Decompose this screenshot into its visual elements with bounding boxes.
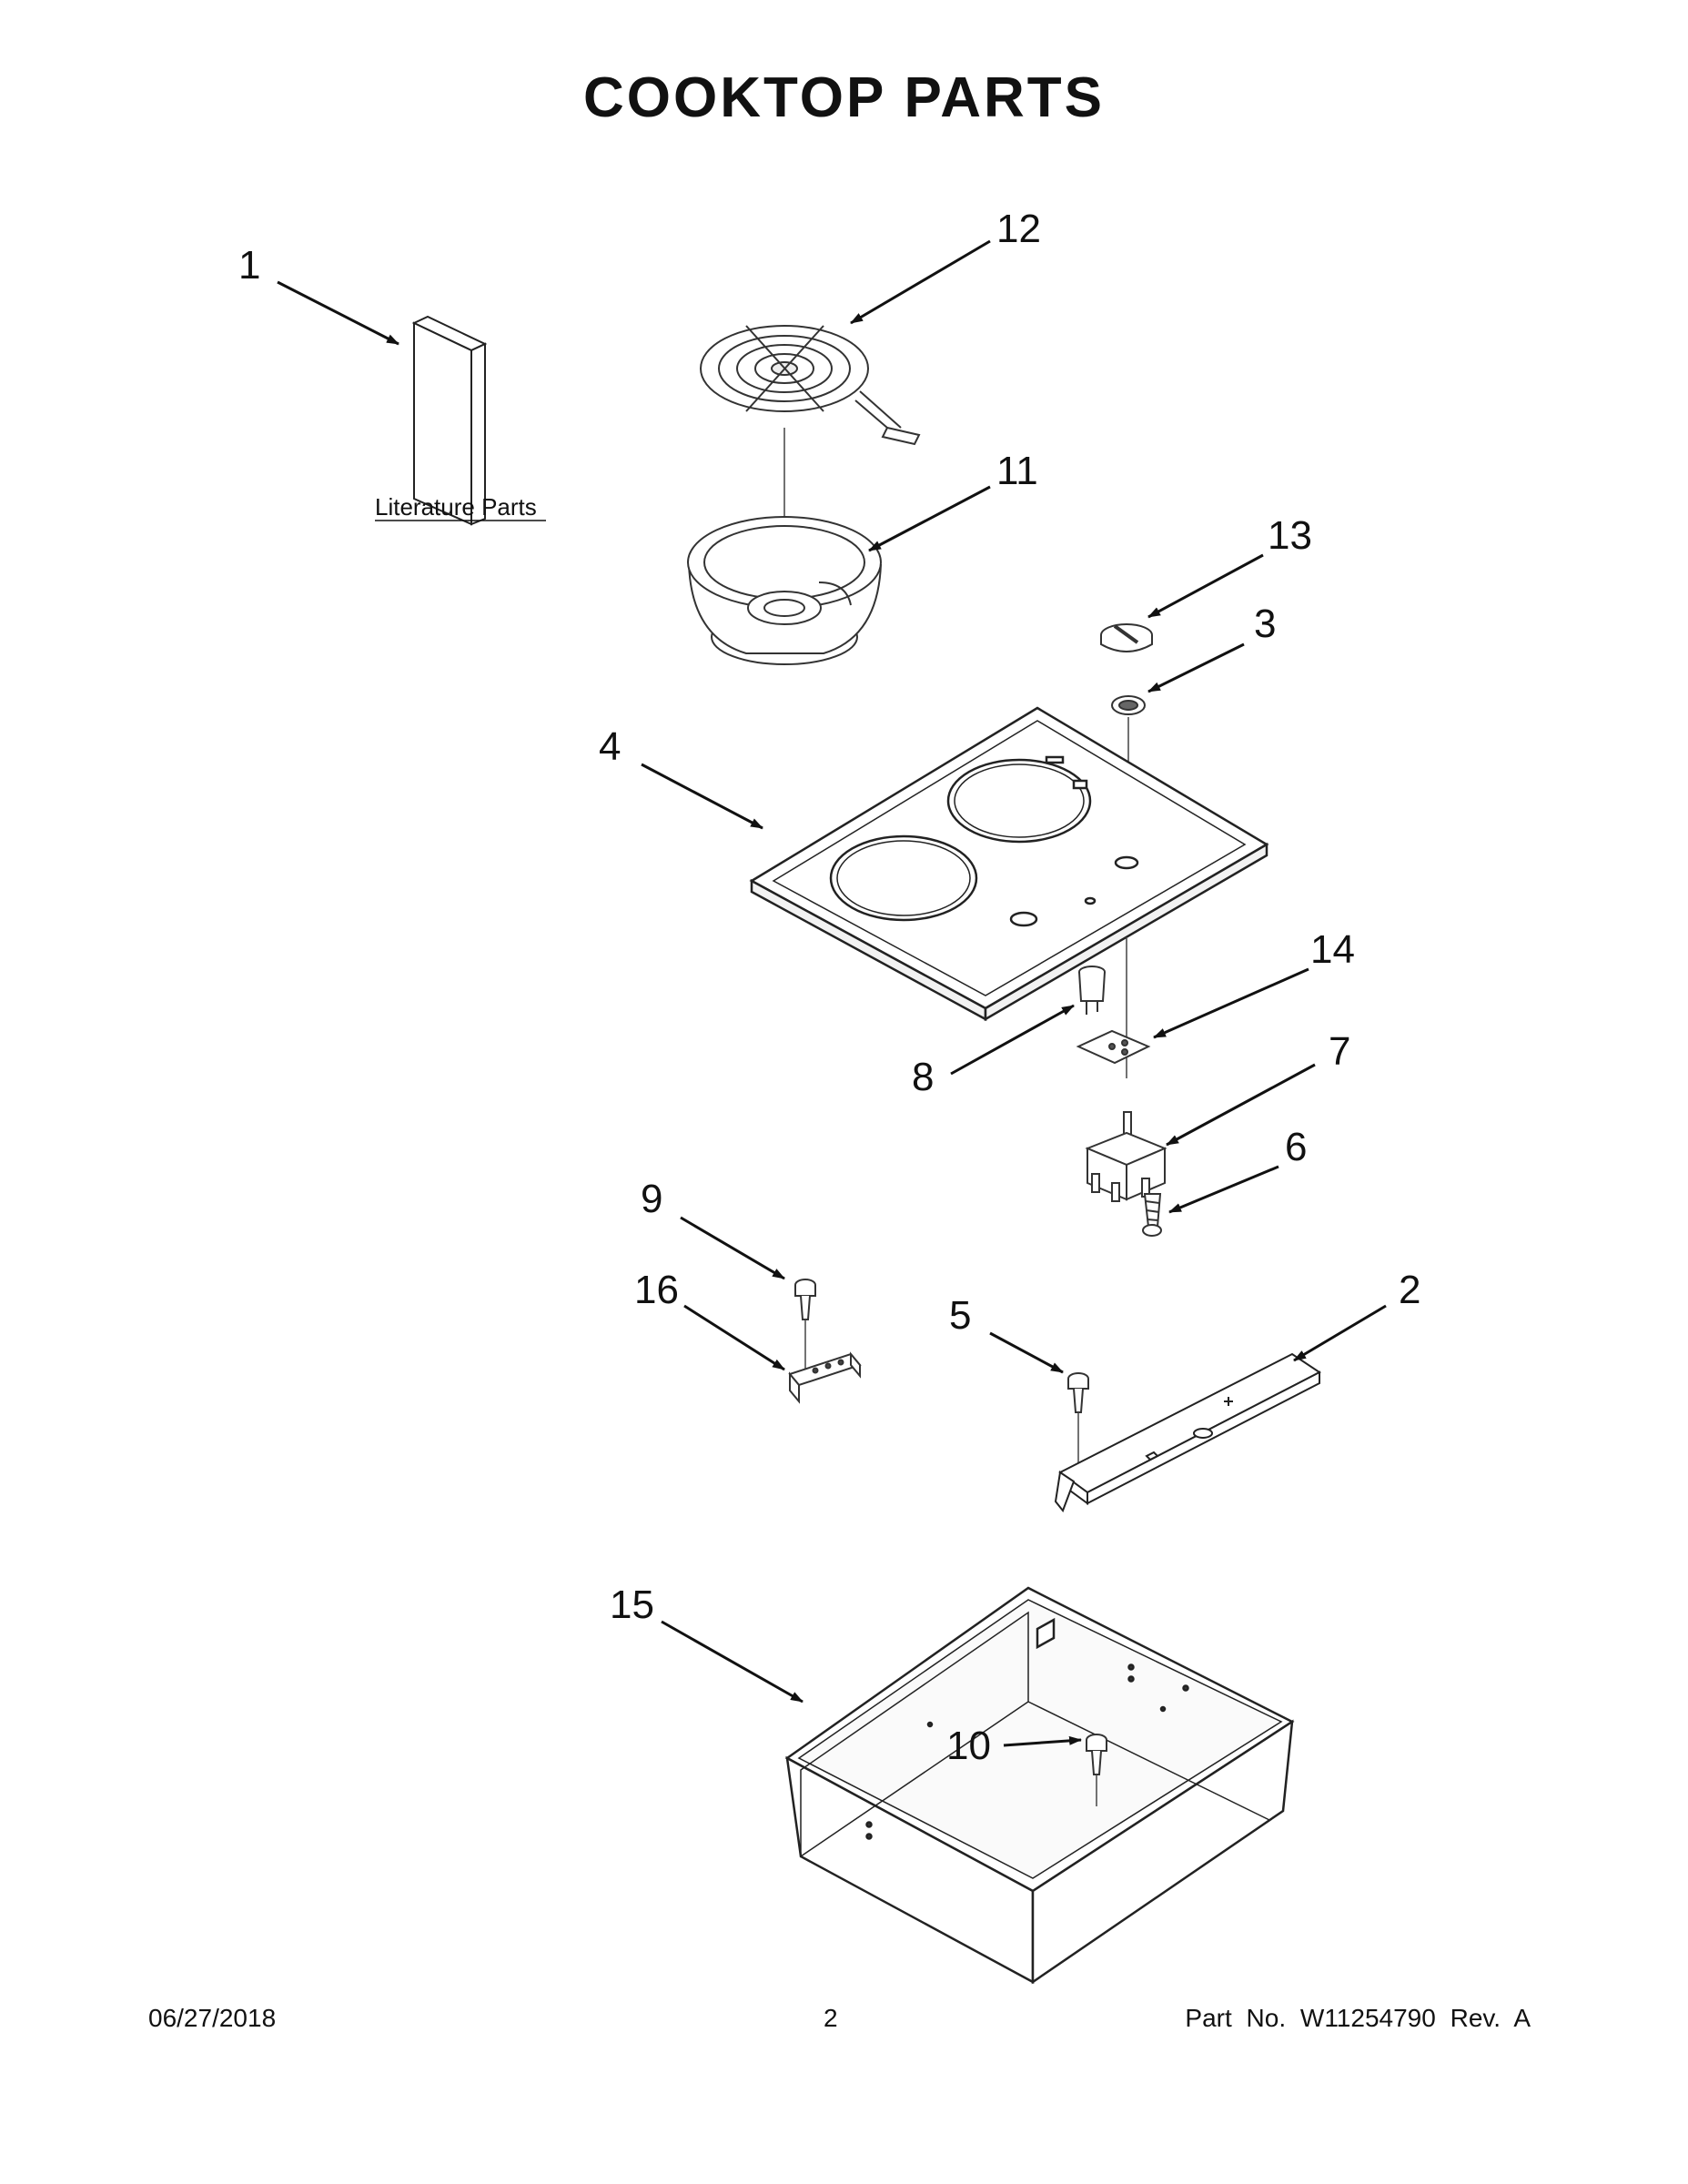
callout-6: 6 xyxy=(1285,1125,1307,1169)
footer-date: 06/27/2018 xyxy=(148,2004,277,2032)
callout-16: 16 xyxy=(634,1268,679,1312)
indicator-light xyxy=(1078,966,1106,1015)
callout-14: 14 xyxy=(1310,927,1355,972)
bracket-screw xyxy=(794,1279,816,1320)
control-knob xyxy=(1100,623,1153,652)
callout-9: 9 xyxy=(641,1177,662,1221)
bracket-assembly-screw xyxy=(1067,1372,1089,1413)
callout-1: 1 xyxy=(238,243,260,288)
callout-8: 8 xyxy=(912,1055,934,1099)
leader-arrows xyxy=(277,239,1387,1747)
callout-12: 12 xyxy=(996,207,1041,251)
callout-11: 11 xyxy=(996,449,1038,493)
callout-10: 10 xyxy=(946,1724,991,1768)
literature-parts-booklet xyxy=(411,315,488,526)
burner-box-screw xyxy=(1086,1734,1107,1775)
drip-bowl xyxy=(687,516,882,665)
footer-part-number: Part No. W11254790 Rev. A xyxy=(1185,2004,1531,2032)
cooktop-support-bracket xyxy=(1054,1352,1321,1512)
callout-numbers: 1 12 11 13 3 4 14 8 7 6 9 16 5 2 15 10 xyxy=(238,207,1420,1768)
infinite-switch xyxy=(1085,1111,1167,1202)
callout-2: 2 xyxy=(1399,1268,1420,1312)
mounting-bracket xyxy=(788,1351,862,1404)
page-title: COOKTOP PARTS xyxy=(583,66,1105,129)
burner-box xyxy=(784,1586,1295,1985)
knob-bezel xyxy=(1111,695,1146,715)
callout-7: 7 xyxy=(1329,1029,1350,1074)
callout-15: 15 xyxy=(610,1582,654,1627)
callout-5: 5 xyxy=(949,1293,971,1338)
switch-screw xyxy=(1142,1193,1162,1237)
surface-element-coil xyxy=(700,325,921,446)
cooktop-main-top xyxy=(749,706,1269,1022)
callout-3: 3 xyxy=(1254,602,1276,646)
footer-page-number: 2 xyxy=(824,2004,838,2032)
literature-parts-label: Literature Parts xyxy=(375,493,537,521)
switch-mounting-plate xyxy=(1076,1029,1151,1065)
callout-13: 13 xyxy=(1268,513,1312,558)
callout-4: 4 xyxy=(599,724,621,769)
